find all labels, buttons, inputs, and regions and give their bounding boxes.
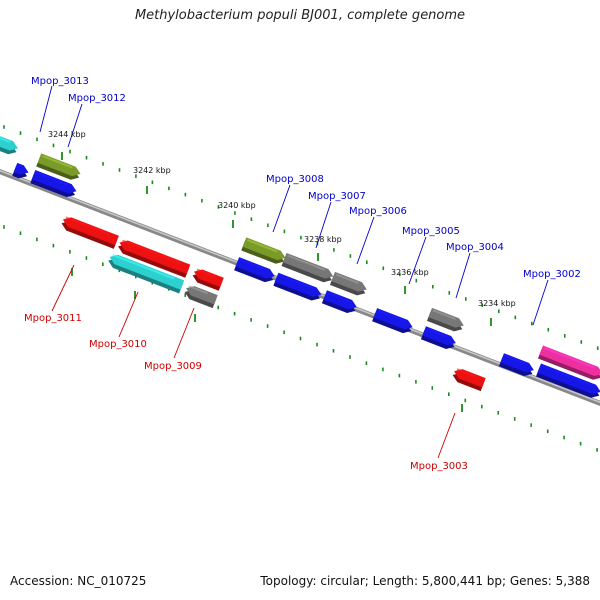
feature-olive-fwd[interactable] — [36, 153, 82, 182]
feature-gray-fwd-2[interactable] — [329, 271, 369, 298]
feature-blue-fwd-8[interactable] — [498, 353, 536, 378]
gene-label[interactable]: Mpop_3005 — [402, 226, 460, 237]
gene-label[interactable]: Mpop_3013 — [31, 76, 89, 87]
gene-label[interactable]: Mpop_3006 — [349, 206, 407, 217]
gene-label[interactable]: Mpop_3010 — [89, 339, 147, 350]
gene-features — [0, 132, 600, 400]
feature-red-rev-2[interactable] — [116, 238, 191, 278]
feature-pink-fwd[interactable] — [537, 345, 600, 382]
leader-line — [356, 216, 375, 265]
feature-gray-fwd[interactable] — [281, 252, 336, 285]
label-leader-lines — [39, 85, 549, 459]
leader-line — [39, 85, 53, 133]
leader-line — [118, 291, 139, 338]
feature-blue-fwd-2[interactable] — [30, 170, 78, 200]
leader-line — [51, 264, 75, 312]
gene-label[interactable]: Mpop_3007 — [308, 191, 366, 202]
feature-olive-fwd-2[interactable] — [241, 237, 287, 266]
scale-label: 3236 kbp — [391, 268, 429, 277]
gene-label[interactable]: Mpop_3012 — [68, 93, 126, 104]
feature-blue-fwd-4[interactable] — [273, 272, 323, 303]
scale-labels: 3244 kbp 3242 kbp 3240 kbp 3238 kbp 3236… — [48, 130, 516, 308]
leader-line — [437, 412, 456, 459]
leader-line — [532, 279, 549, 326]
scale-label: 3240 kbp — [218, 201, 256, 210]
feature-red-rev-3[interactable] — [191, 267, 224, 291]
feature-cyan-fwd[interactable] — [0, 132, 20, 157]
leader-line — [173, 307, 195, 359]
feature-gray-fwd-3[interactable] — [426, 307, 466, 334]
map-title: Methylobacterium populi BJ001, complete … — [134, 8, 466, 23]
feature-blue-fwd[interactable] — [12, 162, 30, 181]
scale-label: 3244 kbp — [48, 130, 86, 139]
gene-label[interactable]: Mpop_3009 — [144, 361, 202, 372]
leader-line — [67, 103, 83, 148]
feature-blue-fwd-7[interactable] — [420, 326, 458, 351]
leader-line — [315, 201, 332, 249]
topology-summary-text: Topology: circular; Length: 5,800,441 bp… — [260, 574, 590, 588]
feature-red-rev-4[interactable] — [451, 367, 486, 392]
accession-text: Accession: NC_010725 — [10, 574, 147, 588]
feature-blue-fwd-5[interactable] — [321, 290, 359, 315]
gene-label[interactable]: Mpop_3008 — [266, 174, 324, 185]
gene-label[interactable]: Mpop_3004 — [446, 242, 504, 253]
feature-red-rev[interactable] — [60, 215, 119, 249]
scale-label: 3234 kbp — [478, 299, 516, 308]
leader-line — [455, 252, 471, 299]
scale-label: 3242 kbp — [133, 166, 171, 175]
feature-blue-fwd-3[interactable] — [234, 257, 276, 284]
gene-label[interactable]: Mpop_3002 — [523, 269, 581, 280]
feature-blue-fwd-6[interactable] — [372, 308, 414, 335]
leader-line — [408, 236, 427, 285]
feature-cyan-rev[interactable] — [106, 252, 185, 294]
leader-line — [272, 184, 291, 233]
feature-blue-fwd-9[interactable] — [535, 363, 600, 400]
scale-label: 3238 kbp — [304, 235, 342, 244]
gene-label[interactable]: Mpop_3003 — [410, 461, 468, 472]
gene-labels: Mpop_3013 Mpop_3012 Mpop_3008 Mpop_3007 … — [24, 76, 581, 472]
feature-gray-rev[interactable] — [183, 284, 218, 309]
gene-label[interactable]: Mpop_3011 — [24, 313, 82, 324]
